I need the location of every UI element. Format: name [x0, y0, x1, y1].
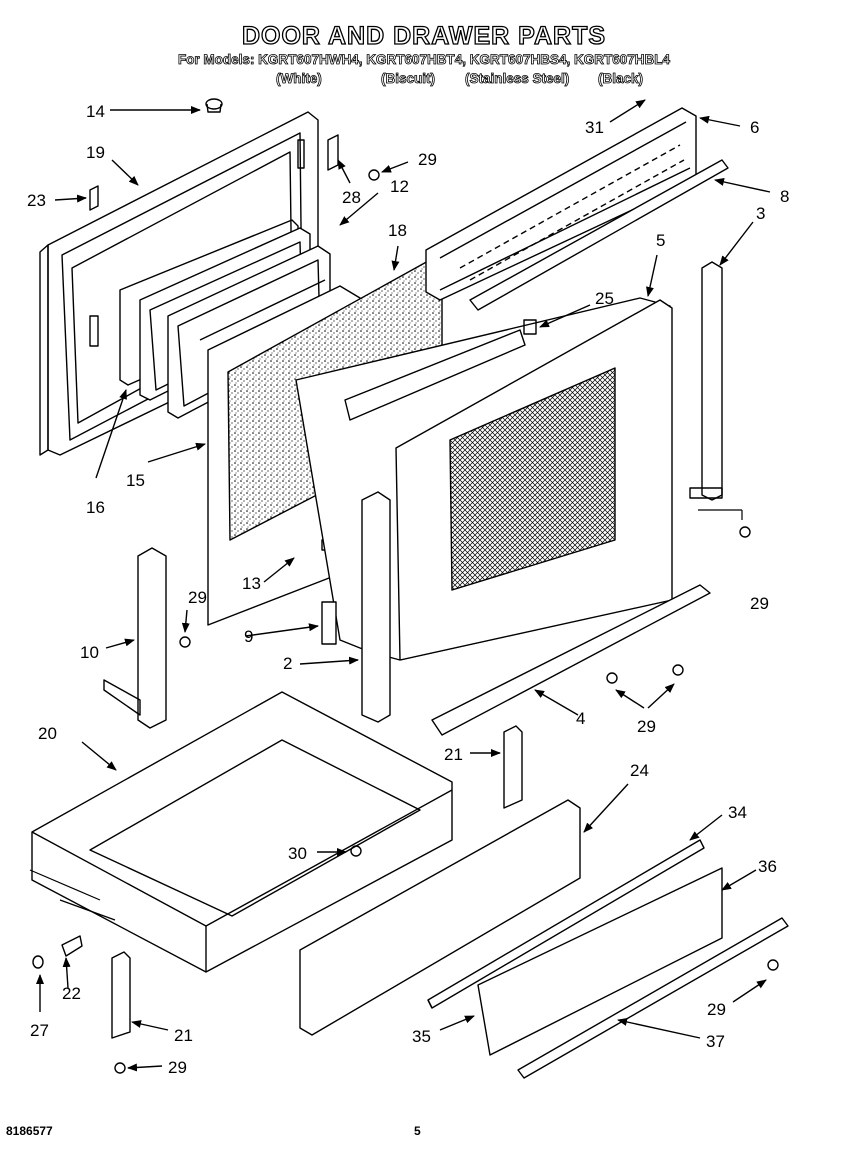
callout-31: 31 [585, 118, 604, 137]
callout-25: 25 [595, 289, 614, 308]
drawer-trim-bottom [517, 917, 789, 1079]
models-line: For Models: KGRT607HWH4, KGRT607HBT4, KG… [177, 52, 671, 68]
drawer-bolt [61, 935, 83, 957]
callout-35: 35 [412, 1027, 431, 1046]
hinge-bracket [327, 134, 339, 171]
callout-8: 8 [780, 187, 789, 206]
callout-12: 12 [390, 177, 409, 196]
mounting-screws [114, 526, 779, 1074]
callout-30: 30 [288, 844, 307, 863]
callout-20: 20 [38, 724, 57, 743]
callout-29: 29 [188, 588, 207, 607]
leader-lines [36, 99, 771, 1072]
callout-5: 5 [656, 231, 665, 250]
callout-16: 16 [86, 498, 105, 517]
callout-21: 21 [174, 1026, 193, 1045]
outer-door-panel [295, 297, 673, 661]
callout-23: 23 [27, 191, 46, 210]
callout-9: 9 [244, 627, 253, 646]
drawer-slide-left [111, 951, 131, 1039]
handle-mount [523, 319, 537, 335]
callout-labels: 14 19 23 28 29 12 31 6 8 3 18 5 25 16 15… [27, 102, 789, 1077]
callout-29: 29 [637, 717, 656, 736]
bumper [205, 98, 223, 113]
variant-biscuit: (Biscuit) [381, 71, 436, 87]
door-clip [89, 185, 99, 211]
callout-13: 13 [242, 574, 261, 593]
drawer-front [299, 799, 581, 1036]
reference-lines [29, 509, 743, 921]
callout-14: 14 [86, 102, 105, 121]
callout-34: 34 [728, 803, 747, 822]
callout-29: 29 [707, 1000, 726, 1019]
spacer [321, 601, 337, 645]
drawer-slide-right [503, 725, 523, 809]
callout-18: 18 [388, 221, 407, 240]
document-number: 8186577 [6, 1124, 53, 1138]
variant-stainless-steel: (Stainless Steel) [465, 71, 570, 87]
callout-29: 29 [418, 150, 437, 169]
page-number: 5 [414, 1124, 421, 1138]
callout-2: 2 [283, 654, 292, 673]
callout-6: 6 [750, 118, 759, 137]
callout-19: 19 [86, 143, 105, 162]
callout-24: 24 [630, 761, 649, 780]
callout-29: 29 [168, 1058, 187, 1077]
callout-10: 10 [80, 643, 99, 662]
callout-36: 36 [758, 857, 777, 876]
callout-4: 4 [576, 709, 585, 728]
storage-drawer [31, 691, 453, 973]
callout-15: 15 [126, 471, 145, 490]
variant-black: (Black) [598, 71, 644, 87]
callout-21: 21 [444, 745, 463, 764]
callout-22: 22 [62, 984, 81, 1003]
callout-29: 29 [750, 594, 769, 613]
door-hinge [103, 547, 167, 729]
door-handle [469, 159, 729, 311]
left-door-trim [361, 491, 391, 723]
variant-white: (White) [276, 71, 323, 87]
page-title: DOOR AND DRAWER PARTS [241, 21, 607, 50]
callout-27: 27 [30, 1021, 49, 1040]
screw-top [368, 169, 380, 181]
right-side-trim [689, 261, 723, 501]
bottom-rail [431, 584, 711, 736]
washer [32, 955, 44, 969]
drawer-panel [477, 867, 723, 1056]
callout-28: 28 [342, 188, 361, 207]
callout-3: 3 [756, 204, 765, 223]
drawer-screw [350, 845, 362, 857]
callout-37: 37 [706, 1032, 725, 1051]
